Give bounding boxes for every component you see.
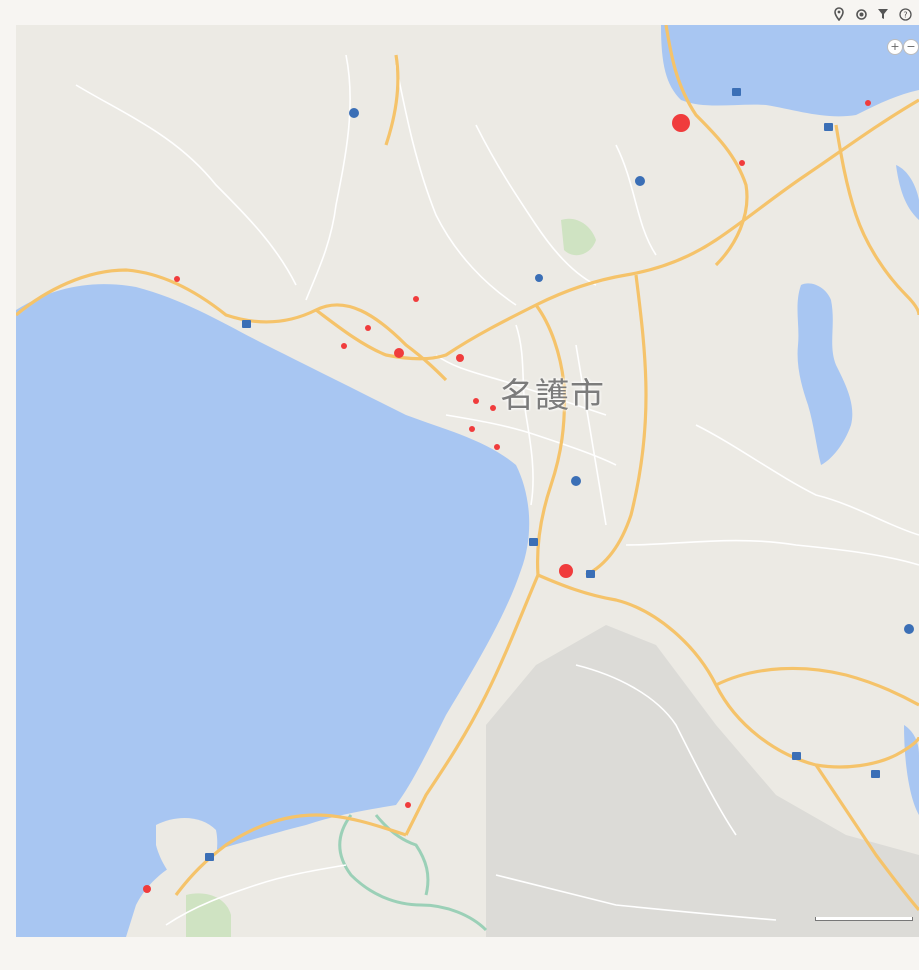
location-pin-button[interactable]	[831, 6, 847, 22]
scale-bar	[815, 917, 913, 921]
incident-markers	[143, 100, 871, 893]
svg-text:?: ?	[903, 10, 907, 19]
filter-icon	[878, 9, 888, 19]
map-pin-icon	[834, 7, 844, 21]
help-button[interactable]: ?	[897, 6, 913, 22]
map-base	[16, 25, 919, 937]
map-toolbar: ?	[831, 3, 913, 25]
filter-button[interactable]	[875, 6, 891, 22]
help-icon: ?	[898, 7, 912, 21]
locate-button[interactable]	[853, 6, 869, 22]
map-canvas[interactable]: 名護市 + −	[16, 25, 919, 937]
zoom-in-button[interactable]: +	[887, 39, 903, 55]
city-label: 名護市	[500, 376, 605, 416]
route-markers	[349, 108, 914, 634]
zoom-out-button[interactable]: −	[903, 39, 919, 55]
target-icon	[855, 8, 867, 20]
